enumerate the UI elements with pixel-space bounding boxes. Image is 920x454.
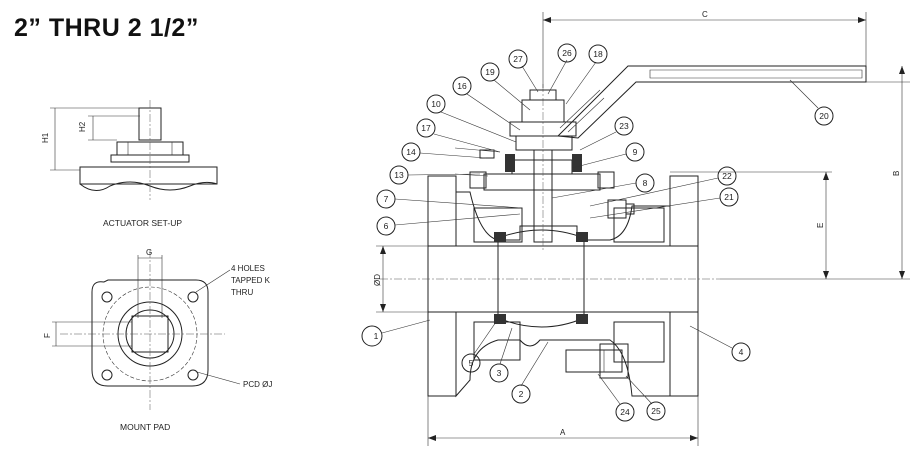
balloon-9: 9 — [571, 142, 645, 169]
balloon-10: 10 — [426, 94, 517, 143]
valve-section-view: A C B E ØD — [373, 10, 910, 446]
svg-text:1: 1 — [374, 331, 379, 341]
seat-right-top — [576, 232, 588, 242]
right-flange-top — [669, 175, 699, 247]
balloon-26: 26 — [547, 43, 577, 95]
svg-text:24: 24 — [620, 407, 630, 417]
svg-text:19: 19 — [485, 67, 495, 77]
svg-text:5: 5 — [469, 358, 474, 368]
right-flange-bottom — [669, 311, 699, 397]
balloon-13: 13 — [389, 165, 481, 185]
dim-g: G — [146, 248, 152, 257]
gland — [511, 159, 573, 175]
tapped-hole — [187, 291, 199, 303]
note-holes-3: THRU — [231, 288, 253, 297]
svg-text:13: 13 — [394, 170, 404, 180]
balloon-24: 24 — [597, 373, 635, 422]
balloon-1: 1 — [361, 319, 431, 347]
mount-pad-outline — [91, 279, 209, 387]
mount-caption: MOUNT PAD — [120, 422, 170, 432]
svg-text:21: 21 — [724, 192, 734, 202]
svg-text:9: 9 — [633, 147, 638, 157]
balloon-21: 21 — [589, 187, 739, 219]
note-holes-1: 4 HOLES — [231, 264, 265, 273]
tapped-hole — [101, 369, 113, 381]
balloon-20: 20 — [789, 79, 834, 126]
svg-text:22: 22 — [722, 171, 732, 181]
svg-text:3: 3 — [497, 368, 502, 378]
svg-text:27: 27 — [513, 54, 523, 64]
svg-text:16: 16 — [457, 81, 467, 91]
dim-f: F — [43, 333, 52, 338]
svg-text:20: 20 — [819, 111, 829, 121]
svg-text:10: 10 — [431, 99, 441, 109]
dim-d: ØD — [373, 274, 382, 286]
balloon-7: 7 — [376, 189, 523, 209]
seat-left-top — [494, 232, 506, 242]
dim-h2: H2 — [78, 121, 87, 132]
svg-text:17: 17 — [421, 123, 431, 133]
mount-pad-view: G F 4 HOLES TAPPED K THRU PCD ØJ MOUNT P… — [43, 248, 272, 432]
dim-b: B — [892, 171, 901, 176]
dim-a: A — [560, 428, 566, 437]
balloon-8: 8 — [551, 173, 655, 199]
note-pcd: PCD ØJ — [243, 380, 272, 389]
actuator-setup-view: H1 H2 ACTUATOR SET-UP — [41, 100, 218, 228]
dim-e: E — [816, 223, 825, 228]
left-flange-bottom — [427, 311, 457, 397]
svg-text:23: 23 — [619, 121, 629, 131]
tapped-hole — [101, 291, 113, 303]
balloon-22: 22 — [589, 166, 737, 207]
balloon-2: 2 — [511, 341, 549, 404]
balloon-14: 14 — [401, 142, 487, 162]
balloon-3: 3 — [489, 327, 513, 383]
actuator-caption: ACTUATOR SET-UP — [103, 218, 182, 228]
seat-right-bottom — [576, 314, 588, 324]
note-holes-2: TAPPED K — [231, 276, 271, 285]
svg-text:25: 25 — [651, 406, 661, 416]
bonnet — [483, 173, 601, 191]
left-flange-top — [427, 175, 457, 247]
handle-lever — [556, 65, 867, 139]
body-top-wall — [455, 191, 671, 247]
svg-text:6: 6 — [384, 221, 389, 231]
balloon-6: 6 — [376, 213, 521, 236]
balloon-25: 25 — [625, 375, 666, 421]
balloon-5: 5 — [461, 321, 497, 373]
balloon-17: 17 — [416, 118, 501, 153]
svg-text:26: 26 — [562, 48, 572, 58]
balloon-18: 18 — [565, 44, 608, 105]
svg-text:2: 2 — [519, 389, 524, 399]
tapped-hole — [187, 369, 199, 381]
balloon-16: 16 — [452, 76, 521, 131]
page-title: 2” THRU 2 1/2” — [14, 14, 199, 42]
svg-text:7: 7 — [384, 194, 389, 204]
drain-plug — [565, 349, 623, 373]
balloon-23: 23 — [579, 116, 634, 151]
balloon-19: 19 — [480, 62, 531, 111]
svg-text:4: 4 — [739, 347, 744, 357]
svg-text:8: 8 — [643, 178, 648, 188]
actuator-pad — [79, 166, 218, 185]
balloon-27: 27 — [508, 49, 539, 93]
stem-top — [529, 89, 557, 101]
svg-text:18: 18 — [593, 49, 603, 59]
svg-text:14: 14 — [406, 147, 416, 157]
dim-c: C — [702, 10, 708, 19]
seat-left-bottom — [494, 314, 506, 324]
packing-nut — [515, 135, 573, 151]
dim-h1: H1 — [41, 132, 50, 143]
balloon-4: 4 — [689, 325, 751, 362]
